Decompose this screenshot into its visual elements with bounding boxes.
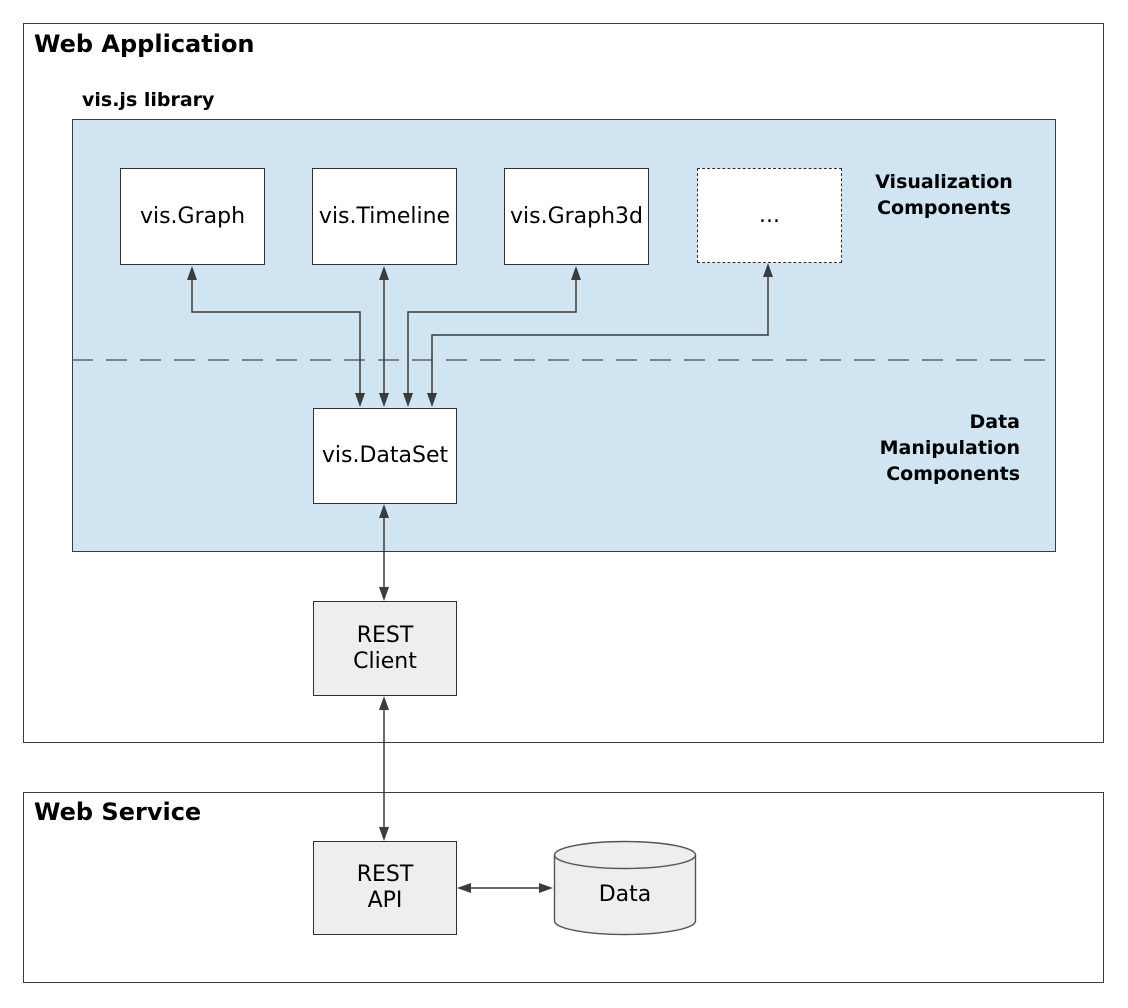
more-components-box: ...: [697, 168, 842, 263]
visjs-library-label: vis.js library: [82, 89, 215, 111]
data-store-label: Data: [598, 881, 652, 907]
vis-dataset-box: vis.DataSet: [313, 408, 457, 504]
rest-client-box: REST Client: [313, 601, 457, 696]
rest-api-box: REST API: [313, 841, 457, 935]
vis-timeline-box: vis.Timeline: [312, 168, 457, 265]
vis-graph-box: vis.Graph: [120, 168, 265, 265]
visualization-components-label: Visualization Components: [875, 171, 1013, 219]
data-store-cylinder: Data: [553, 840, 697, 936]
database-icon: [553, 840, 697, 936]
data-manipulation-components-label: Data Manipulation Components: [879, 411, 1020, 485]
web-service-title: Web Service: [34, 798, 202, 826]
web-application-title: Web Application: [34, 30, 255, 58]
vis-graph3d-box: vis.Graph3d: [504, 168, 649, 265]
